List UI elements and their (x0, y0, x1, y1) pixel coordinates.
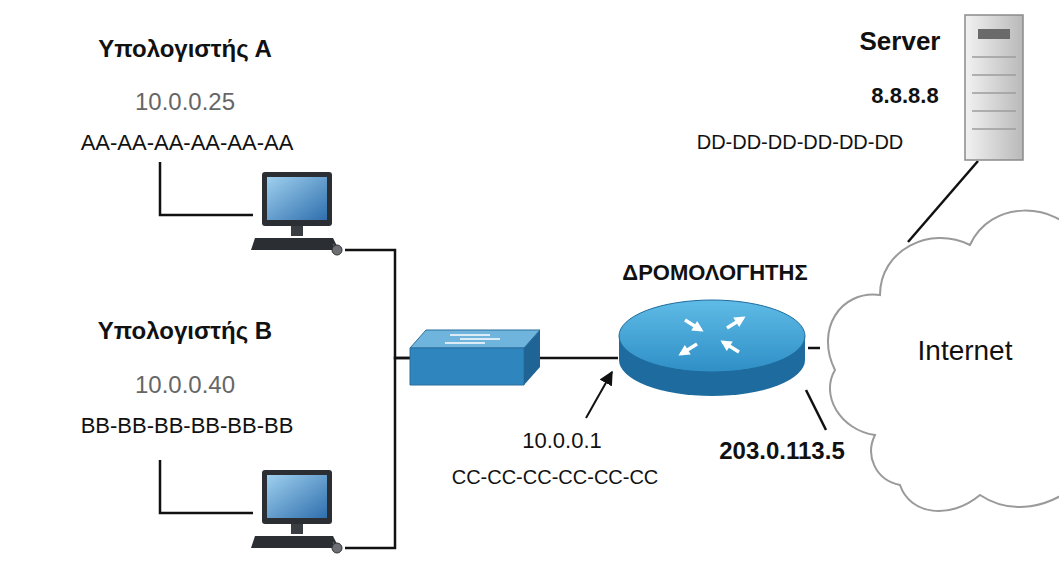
leader-arrow (586, 372, 612, 418)
switch-node (410, 330, 540, 386)
monitor-stand (291, 226, 303, 236)
ip-address: 10.0.0.25 (135, 88, 235, 116)
network-cable (540, 357, 618, 360)
cable (160, 460, 253, 513)
monitor-screen (267, 475, 327, 518)
ip-address: 8.8.8.8 (871, 83, 938, 108)
switch-front (410, 348, 524, 385)
cloud-outline (828, 211, 1059, 511)
switch-side (524, 330, 540, 385)
network-cable (808, 347, 820, 350)
computer-node: Υπολογιστής Β 10.0.0.40BB-BB-BB-BB-BB-BB (15, 305, 345, 555)
server-name: Server (860, 27, 941, 57)
router-arrows (678, 316, 745, 355)
network-cable (345, 250, 410, 358)
keyboard (251, 536, 339, 548)
mouse (332, 245, 342, 255)
router-icon (615, 298, 810, 398)
mac-address: DD-DD-DD-DD-DD-DD (697, 131, 904, 154)
router-top (619, 300, 805, 372)
pc-name: Υπολογιστής Α (98, 35, 271, 63)
switch-top (410, 330, 540, 348)
mac-address: BB-BB-BB-BB-BB-BB (81, 413, 294, 438)
monitor-screen (267, 177, 327, 220)
cable (160, 162, 253, 215)
network-cable (908, 161, 978, 242)
monitor-stand (291, 524, 303, 534)
interface-mac: CC-CC-CC-CC-CC-CC (452, 466, 659, 489)
router-node: ΔΡΟΜΟΛΟΓΗΤΗΣ (615, 298, 810, 398)
interface-ip: 203.0.113.5 (719, 437, 844, 465)
cloud-label: Internet (918, 335, 1013, 367)
keyboard (251, 238, 339, 250)
server-node: Server 8.8.8.8DD-DD-DD-DD-DD-DD (660, 15, 1030, 165)
server-bay (978, 29, 1010, 39)
pc-name: Υπολογιστής Β (98, 317, 272, 345)
leader-line (806, 390, 826, 430)
server-slots (972, 57, 1016, 129)
mac-address: AA-AA-AA-AA-AA-AA (81, 130, 294, 155)
switch-arrows (445, 335, 500, 343)
monitor-frame (262, 470, 332, 524)
ip-address: 10.0.0.40 (135, 371, 235, 399)
interface-ip: 10.0.0.1 (522, 428, 602, 453)
internet-cloud: Internet (820, 180, 1059, 510)
mouse (332, 543, 342, 553)
computer-node: Υπολογιστής Α 10.0.0.25AA-AA-AA-AA-AA-AA (15, 25, 345, 255)
monitor-frame (262, 172, 332, 226)
router-name: ΔΡΟΜΟΛΟΓΗΤΗΣ (622, 260, 807, 285)
server-tower (965, 15, 1023, 160)
network-cable (345, 358, 410, 548)
switch-icon (410, 330, 540, 386)
